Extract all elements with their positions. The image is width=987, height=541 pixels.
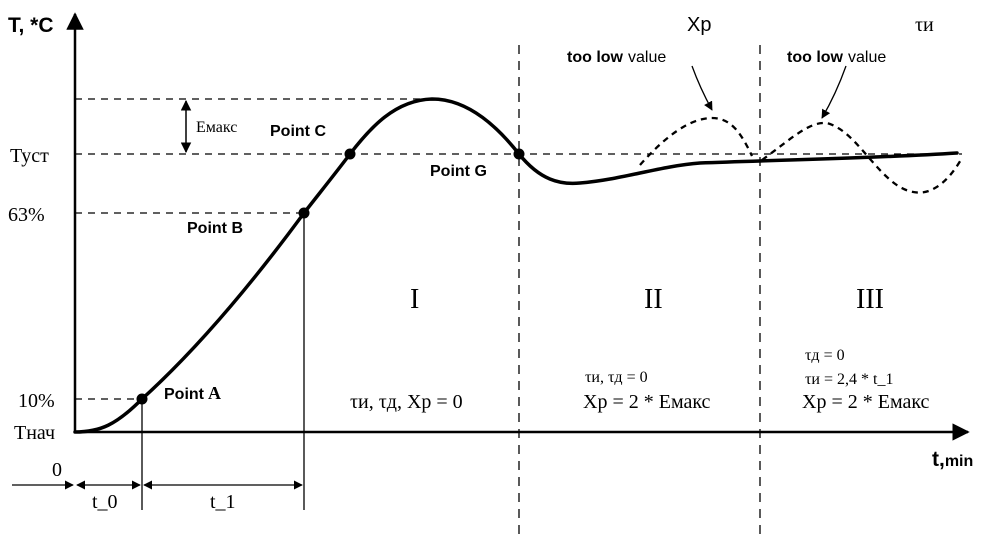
point-c-marker [344, 148, 356, 160]
region-3-note-strong: too low [787, 49, 844, 66]
point-a-letter: A [208, 383, 221, 403]
region-3-note-rest: value [848, 49, 886, 66]
point-g-marker [513, 148, 525, 160]
setpoint-label: Туст [10, 145, 49, 167]
x-axis-label: t,min [932, 448, 973, 471]
region-1-params: τи, τд, Xp = 0 [350, 391, 463, 413]
x-axis-unit: min [945, 453, 973, 470]
annotation-arrow-region-2 [691, 65, 713, 111]
start-temp-label: Тнач [14, 422, 55, 444]
oscillation-curve-region-2 [639, 116, 754, 166]
region-3-params-1: τд = 0 [805, 347, 845, 364]
level-10-label: 10% [18, 390, 55, 412]
region-3-params-3: Xp = 2 * Eмакс [802, 391, 930, 413]
region-3-params-2: τи = 2,4 * t_1 [805, 371, 893, 388]
region-2-numeral: II [644, 284, 663, 315]
region-2-params-2: Xp = 2 * Eмакс [583, 391, 711, 413]
overshoot-label: Eмакс [196, 119, 237, 136]
region-3-header: τи [915, 14, 934, 36]
t1-label: t_1 [210, 491, 236, 513]
point-c-label: Point C [270, 123, 326, 140]
point-a-word: Point [164, 386, 205, 403]
point-g-label: Point G [430, 163, 487, 180]
level-63-label: 63% [8, 204, 45, 226]
point-a-marker [136, 393, 148, 405]
annotation-arrow-region-3 [821, 65, 847, 119]
region-2-note-rest: value [628, 49, 666, 66]
point-b-label: Point B [187, 220, 243, 237]
y-axis-label: T, *C [8, 14, 54, 37]
point-b-marker [298, 207, 310, 219]
region-2-params-1: τи, τд = 0 [585, 369, 648, 386]
response-curve [73, 97, 959, 434]
region-2-note-strong: too low [567, 49, 624, 66]
origin-label: 0 [52, 459, 62, 481]
region-3-numeral: III [856, 284, 884, 315]
t0-label: t_0 [92, 491, 118, 513]
oscillation-curve-region-3 [761, 121, 963, 194]
region-1-numeral: I [410, 284, 419, 315]
region-2-header: Xp [687, 14, 711, 36]
x-axis-symbol: t, [932, 448, 945, 471]
